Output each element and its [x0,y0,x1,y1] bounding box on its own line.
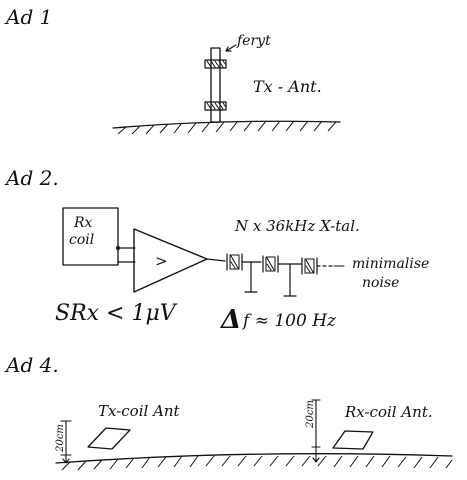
tx-coil-label: Tx-coil Ant [98,402,181,420]
noise-label-line1: minimalise [352,256,429,272]
rx-height-dimension [311,399,321,463]
ferrite-pointer-arrow [225,44,237,52]
ground-ad4 [55,453,453,471]
bandwidth-label: f ≈ 100 Hz [241,311,337,331]
coil-terminal-dot [116,246,120,250]
tx-height-label: 20cm [55,424,66,453]
rx-height-label: 20cm [305,400,316,429]
bottom-winding [204,101,227,111]
amplifier-symbol: > [155,252,168,270]
ad1-heading: Ad 1 [4,5,52,29]
rx-coil-label-line1: Rx [73,215,93,231]
ferrite-rod [210,47,221,123]
tx-coil-plate [87,427,131,450]
top-winding [204,59,227,69]
noise-label-line2: noise [362,275,399,291]
rx-coil-label: Rx-coil Ant. [344,403,433,421]
amplifier-triangle [133,228,208,293]
section-ad1: Ad 1 feryt Tx - Ant. [4,5,341,135]
rx-coil-label-line2: coil [69,232,94,248]
rx-coil-box [62,207,119,266]
section-ad4: Ad 4. 20cm Tx-coil Ant 20cm Rx-coil Ant. [4,353,453,471]
ferrite-label: feryt [236,33,271,49]
crystal-filter-1 [226,253,243,271]
tx-height-dimension [60,420,72,464]
ground-ad1 [112,120,341,135]
crystals-label: N x 36kHz X-tal. [234,217,360,235]
tx-ant-label: Tx - Ant. [253,77,322,96]
bandwidth-delta: Δ [219,305,241,335]
ferrite-rod-antenna [204,47,227,123]
sensitivity-label: SRx < 1μV [55,301,178,326]
shunt-2 [283,263,297,297]
crystal-filter-3 [301,257,318,275]
section-ad2: Ad 2. Rx coil > [4,166,429,335]
crystal-filter-2 [262,255,279,273]
ad2-heading: Ad 2. [4,166,59,190]
ad4-heading: Ad 4. [4,353,59,377]
shunt-1 [244,261,258,293]
rx-coil-plate [332,430,374,450]
